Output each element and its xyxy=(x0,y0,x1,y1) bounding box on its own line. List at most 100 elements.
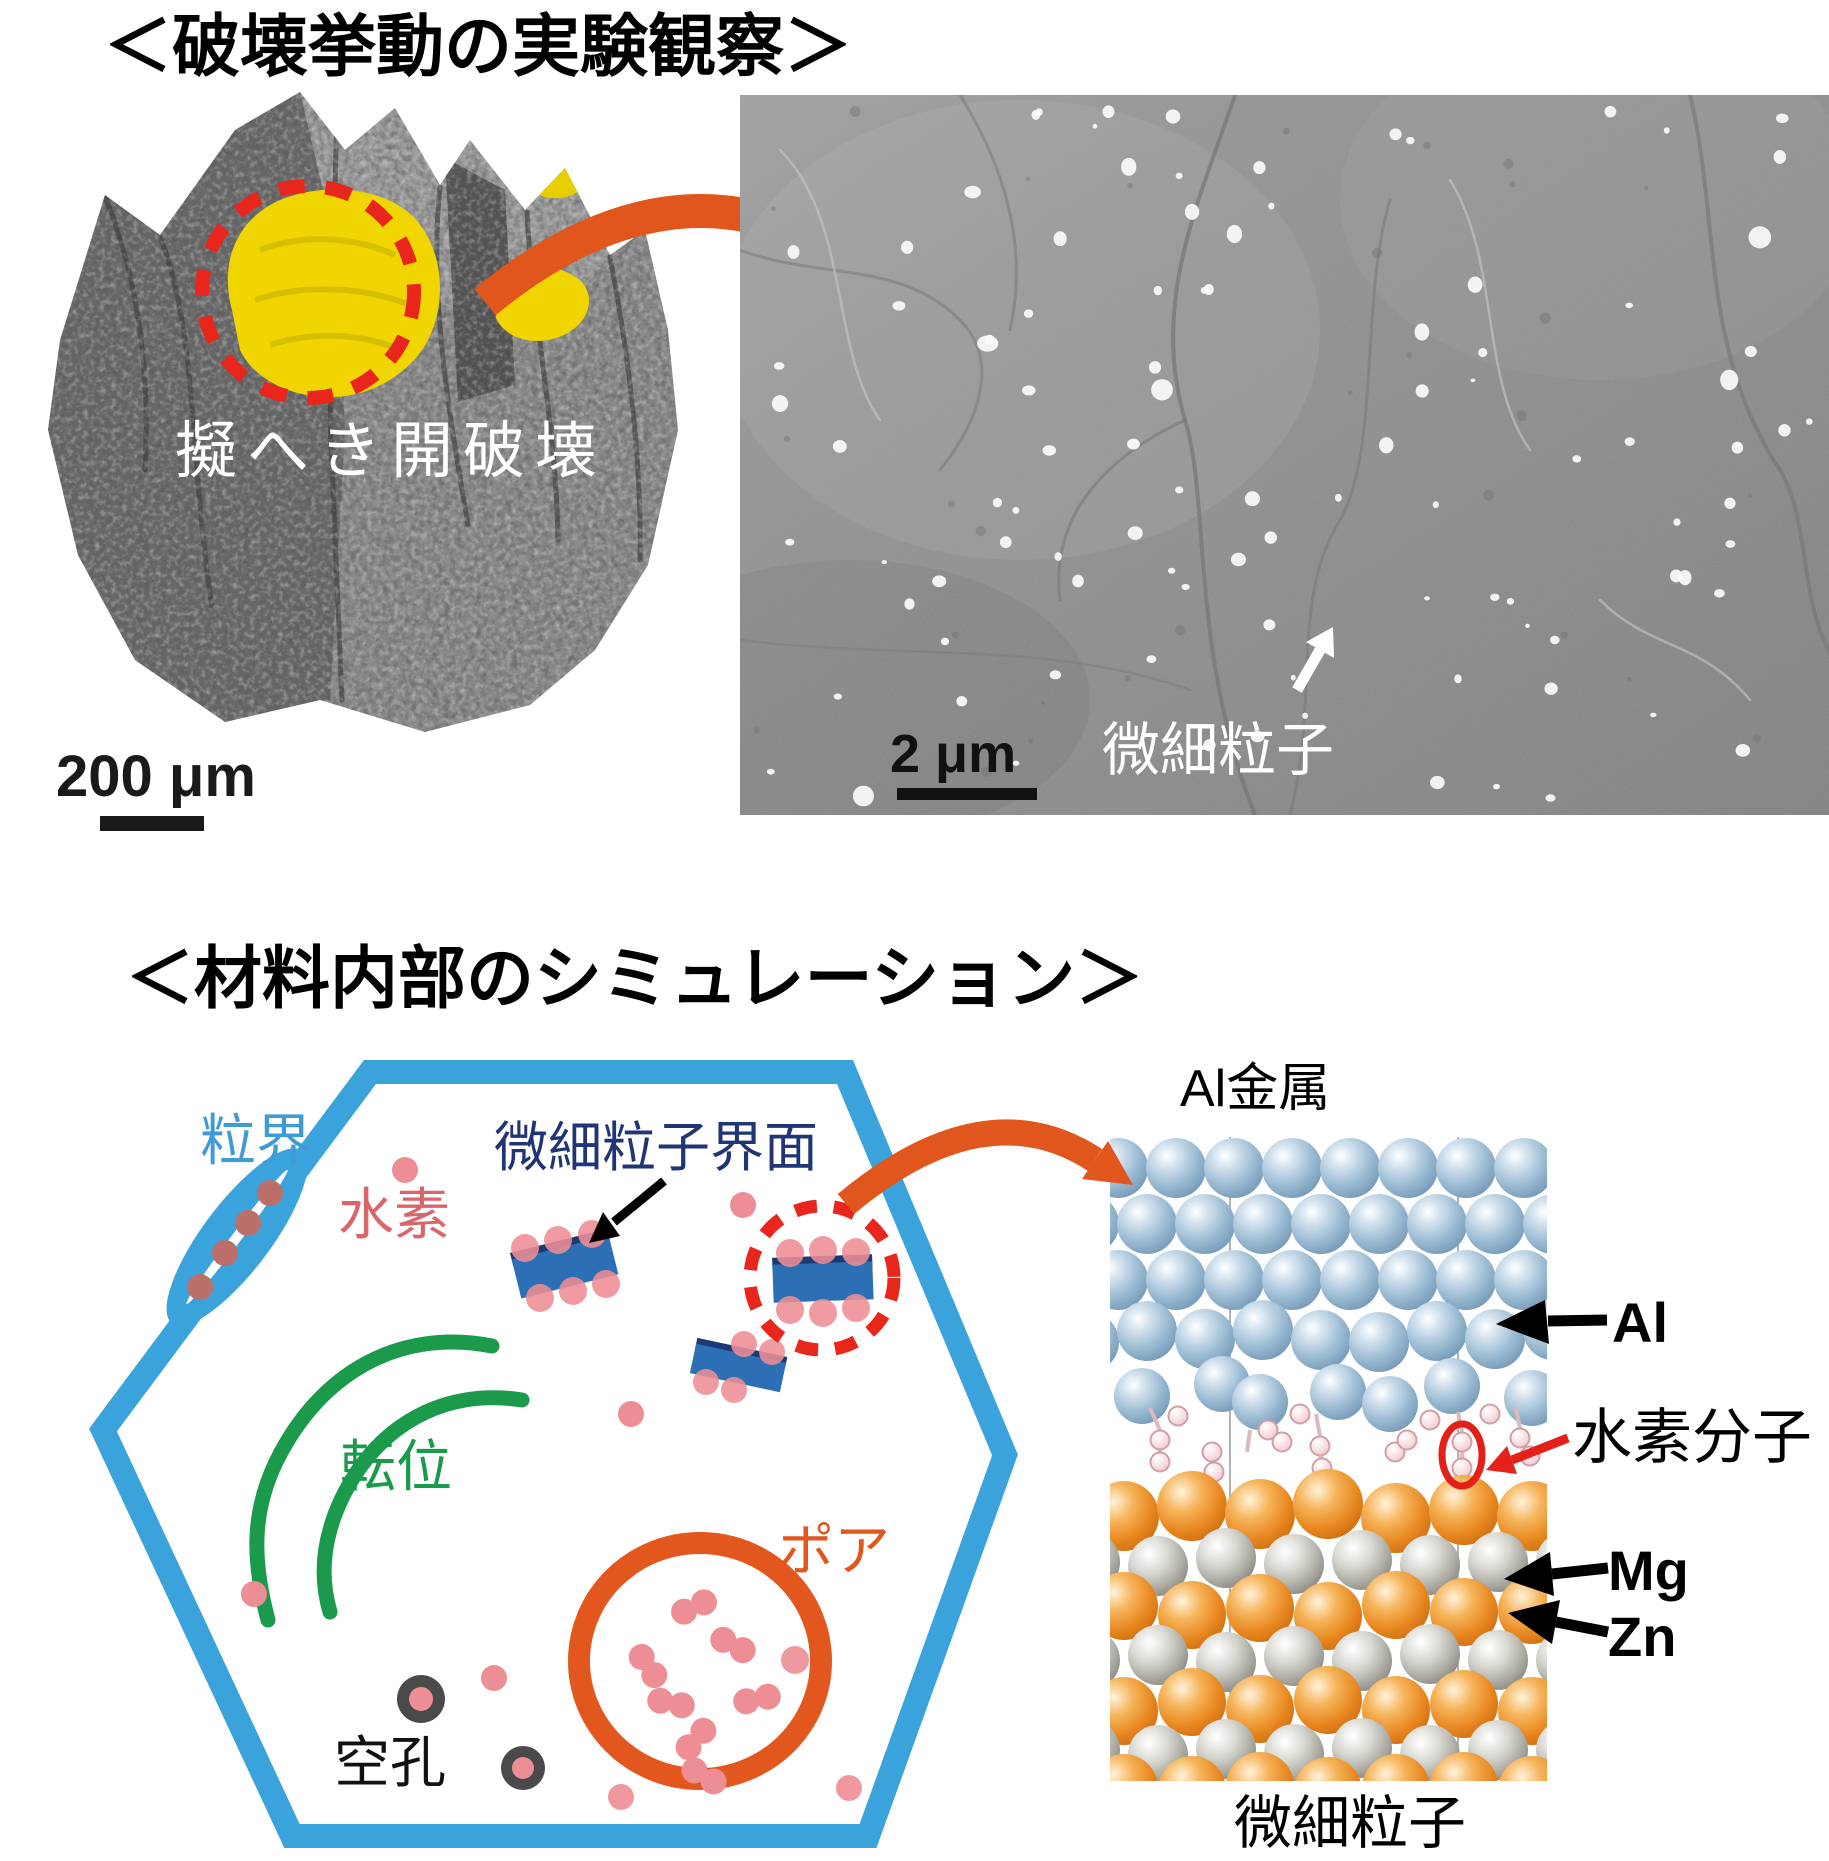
mg-atom xyxy=(1110,1754,1158,1781)
sem-particle xyxy=(1744,345,1757,357)
sem-particle xyxy=(1175,486,1184,494)
sem-dimple xyxy=(951,631,959,639)
sem-dimple xyxy=(1509,181,1516,188)
h-atom xyxy=(1201,1441,1223,1463)
h2-molecule xyxy=(628,1643,668,1689)
sem-particle xyxy=(1175,172,1183,180)
sem-particle xyxy=(1203,739,1216,752)
al-atom xyxy=(1110,1202,1119,1246)
zn-atom xyxy=(1128,1625,1188,1685)
sem-particle xyxy=(1478,347,1488,358)
al-atom xyxy=(1465,1194,1525,1254)
h2-molecule xyxy=(681,1757,727,1795)
mg-atom xyxy=(1110,1572,1158,1640)
sem-particle xyxy=(977,335,999,352)
sem-dimple xyxy=(771,206,776,212)
vacancy-symbols xyxy=(397,1675,545,1790)
h-atom xyxy=(1271,1431,1293,1453)
hydrogen-molecule-pointer-arrow xyxy=(1486,1433,1570,1474)
al-atom xyxy=(1146,1138,1206,1198)
quasi-cleavage-highlight-circle xyxy=(195,179,421,405)
sem-particle xyxy=(1250,730,1265,743)
sem-particle xyxy=(1735,743,1751,757)
zn-atom xyxy=(1264,1626,1324,1686)
sem-particle xyxy=(1054,552,1062,561)
sem-particle xyxy=(1042,445,1057,456)
sem-particle xyxy=(1669,569,1683,583)
zn-atom xyxy=(1332,1530,1392,1590)
al-atom xyxy=(1436,1138,1496,1198)
al-pointer-arrow xyxy=(1496,1300,1608,1344)
zn-atom xyxy=(1536,1636,1547,1684)
sem-particle xyxy=(901,240,914,254)
grain-boundary-hydrogen-dots xyxy=(187,1180,283,1300)
al-atom xyxy=(1233,1300,1293,1360)
sem-dimple xyxy=(975,525,986,537)
sem-particle xyxy=(1775,113,1789,124)
al-atom xyxy=(1320,1250,1380,1310)
sem-particle xyxy=(1334,493,1342,502)
zn-atom xyxy=(1264,1534,1324,1594)
sem-particle xyxy=(1572,455,1582,463)
al-atom xyxy=(1110,1320,1119,1364)
h-atom xyxy=(1509,1427,1531,1449)
sem-particle xyxy=(1544,682,1558,695)
al-metal-label: Al金属 xyxy=(1180,1060,1330,1118)
sem-particle-label: 微細粒子 xyxy=(1102,718,1334,783)
al-lattice xyxy=(1110,1138,1547,1781)
lone-hydrogen-dots xyxy=(241,1157,756,1691)
sem-particle xyxy=(785,538,795,546)
al-atom xyxy=(1204,1250,1264,1310)
mg-atom xyxy=(1157,1471,1227,1541)
sem-particle xyxy=(1053,231,1067,247)
sem-particle xyxy=(1424,596,1430,601)
sem-particle xyxy=(766,768,775,775)
sem-dimple xyxy=(783,435,791,442)
sem-dimple xyxy=(1372,247,1383,258)
sem-dimple xyxy=(1406,352,1413,358)
sem-particle xyxy=(1714,588,1725,598)
sem-particle xyxy=(1490,593,1500,601)
h-atom xyxy=(1451,1431,1473,1453)
sem-dimple xyxy=(1748,493,1753,498)
al-atom xyxy=(1310,1364,1366,1420)
tomography-scale-label: 200 μm xyxy=(56,744,256,809)
sem-particle xyxy=(1720,369,1739,391)
sem-particle xyxy=(1302,712,1308,719)
dislocation-arcs xyxy=(249,1334,530,1628)
sem-particle xyxy=(1023,309,1034,318)
sem-particle xyxy=(773,362,785,370)
sem-particle xyxy=(1805,418,1813,425)
h-bond xyxy=(1245,1429,1252,1453)
sem-particle xyxy=(1253,161,1266,175)
sem-dimple xyxy=(1752,734,1761,743)
sem-particle xyxy=(904,598,915,610)
h2-molecule xyxy=(675,1717,717,1761)
sem-dimple xyxy=(1028,738,1034,744)
sem-particle xyxy=(892,300,906,311)
h-atom xyxy=(1309,1435,1331,1457)
sem-particle xyxy=(1263,619,1276,631)
sem-particle xyxy=(1415,384,1429,398)
sem-particle xyxy=(1773,149,1786,164)
sem-dimple xyxy=(1175,625,1186,636)
zn-atom xyxy=(1196,1528,1256,1588)
sem-dimple xyxy=(1423,141,1431,150)
h2-molecule xyxy=(671,1589,717,1625)
fine-particle-bottom-label: 微細粒子 xyxy=(1234,1791,1466,1856)
sem-particle xyxy=(1151,379,1173,401)
h-atom xyxy=(1149,1451,1171,1473)
mg-atom xyxy=(1294,1666,1362,1734)
sem-particle xyxy=(1264,531,1277,544)
mg-atom xyxy=(1293,1469,1363,1539)
sem-scalebar-line xyxy=(897,788,1037,800)
sem-particle xyxy=(1467,276,1483,293)
al-atom xyxy=(1262,1138,1322,1198)
sem-particle xyxy=(881,560,887,565)
sem-particle xyxy=(1414,323,1430,341)
h-atom xyxy=(647,1687,674,1714)
sem-dimple xyxy=(981,766,992,777)
tomography-scalebar-line xyxy=(100,816,204,831)
sem-particle xyxy=(833,693,843,700)
